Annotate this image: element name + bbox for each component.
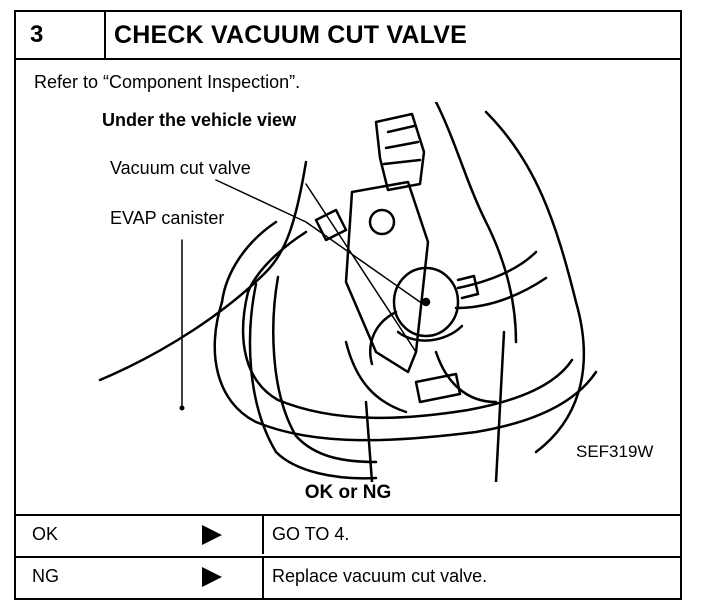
bracket-bolt	[368, 208, 396, 236]
vacuum-cut-valve-illustration	[98, 102, 598, 482]
lower-hose-a	[344, 340, 408, 414]
body-outline-left	[98, 160, 308, 382]
body-outline-top	[434, 102, 518, 344]
pipe-inner	[241, 290, 574, 420]
refer-text: Refer to “Component Inspection”.	[34, 72, 301, 92]
valve-ring	[396, 324, 464, 342]
vacuum-cut-valve-label: Vacuum cut valve	[110, 158, 251, 178]
step-header: 3 CHECK VACUUM CUT VALVE	[16, 12, 680, 60]
rear-pipe-a	[248, 282, 378, 480]
result-row-ok: OK GO TO 4.	[16, 514, 680, 554]
cell-divider	[262, 558, 264, 598]
step-number: 3	[16, 12, 106, 58]
valve-nipple	[456, 274, 480, 300]
pipe-bend-upper	[220, 220, 278, 304]
lower-clamp	[414, 372, 462, 404]
upper-connector-detail	[382, 124, 422, 166]
valve-body	[392, 266, 460, 338]
valve-center-dot	[421, 297, 431, 307]
result-action: GO TO 4.	[272, 524, 350, 544]
leader-end-dot	[179, 405, 185, 411]
result-row-ng: NG Replace vacuum cut valve.	[16, 556, 680, 598]
vertical-line-b	[364, 400, 374, 482]
arrow-right-icon	[202, 525, 222, 545]
bracket-tab	[314, 208, 348, 242]
procedure-box: 3 CHECK VACUUM CUT VALVE Refer to “Compo…	[14, 10, 682, 600]
bracket	[344, 180, 430, 374]
valve-hose-right-b	[454, 276, 548, 310]
arrow-right-icon	[202, 567, 222, 587]
figure-code: SEF319W	[576, 442, 654, 461]
leader-vacuum-cut-valve	[215, 179, 421, 303]
valve-hose-left	[369, 310, 398, 366]
leader-vacuum-cut-valve-b	[305, 183, 417, 353]
vertical-line-a	[494, 330, 506, 482]
rear-pipe-b	[272, 275, 378, 464]
cell-divider	[262, 516, 264, 554]
result-key: OK	[32, 524, 59, 544]
pipe-bend-upper-inner	[246, 230, 308, 294]
result-key: NG	[32, 566, 59, 586]
valve-hose-right	[456, 250, 538, 290]
pipe-outer	[213, 300, 598, 442]
result-action: Replace vacuum cut valve.	[272, 566, 488, 586]
evap-canister-label: EVAP canister	[110, 208, 225, 228]
result-heading: OK or NG	[304, 482, 392, 503]
body-outline-right	[484, 110, 586, 454]
view-label: Under the vehicle view	[102, 110, 297, 130]
step-title: CHECK VACUUM CUT VALVE	[114, 21, 468, 49]
upper-connector	[374, 112, 426, 192]
